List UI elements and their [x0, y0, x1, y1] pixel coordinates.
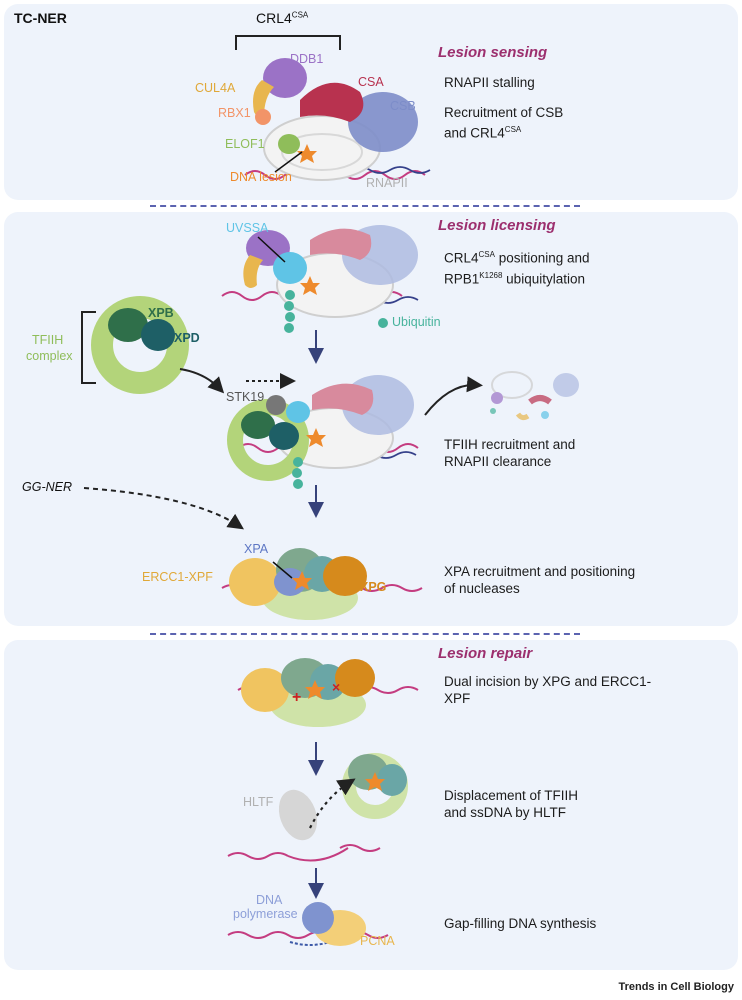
label-complex: complex	[26, 349, 73, 363]
label-dna-polymerase-2: polymerase	[233, 907, 298, 921]
ddb1-shape	[263, 58, 307, 98]
label-hltf: HLTF	[243, 795, 274, 809]
step-positioning: CRL4CSA positioning and RPB1K1268 ubiqui…	[444, 250, 590, 286]
csa-shape	[300, 82, 364, 122]
label-rbx1: RBX1	[218, 106, 251, 120]
label-csb: CSB	[390, 99, 416, 113]
complex-licensing-2	[227, 375, 419, 489]
label-xpb: XPB	[148, 306, 174, 320]
rnapii-inner	[281, 133, 363, 171]
tfiih-bracket	[81, 311, 96, 384]
label-elof1: ELOF1	[225, 137, 265, 151]
label-xpg: XPG	[360, 580, 387, 594]
label-stk19: STK19	[226, 390, 265, 404]
label-ubiquitin: Ubiquitin	[392, 315, 441, 329]
label-ercc1-xpf: ERCC1-XPF	[142, 570, 213, 584]
cul4a-shape	[253, 80, 274, 118]
complex-xpa	[221, 548, 423, 620]
stage-title-sensing: Lesion sensing	[438, 44, 548, 61]
label-tfiih: TFIIH	[32, 333, 64, 347]
elof1-shape	[278, 134, 300, 154]
step-recruitment: Recruitment of CSB and CRL4CSA	[444, 105, 564, 141]
arrow-clearance	[424, 376, 483, 416]
divider-2	[150, 633, 580, 635]
csb-shape	[348, 92, 418, 152]
crl4-bracket	[235, 35, 341, 50]
step-dual-incision: Dual incision by XPG and ERCC1-XPF	[444, 674, 652, 706]
svg-text:×: ×	[332, 679, 340, 695]
label-xpd: XPD	[174, 331, 200, 345]
label-uvssa: UVSSA	[226, 221, 269, 235]
ubiquitin-legend-dot	[378, 318, 388, 328]
rbx1-shape	[255, 109, 271, 125]
complex-gap-filling	[227, 902, 389, 946]
stage-title-repair: Lesion repair	[438, 645, 533, 662]
arrow-tfiih-recruit	[179, 368, 225, 394]
label-ggner: GG-NER	[22, 480, 72, 494]
label-dna-lesion: DNA lesion	[230, 170, 292, 184]
label-xpa: XPA	[244, 542, 269, 556]
complex-licensing-1	[221, 225, 419, 333]
step-gap-filling: Gap-filling DNA synthesis	[444, 916, 597, 931]
label-cul4a: CUL4A	[195, 81, 236, 95]
arrow-ggner	[83, 487, 244, 530]
divider-1	[150, 205, 580, 207]
tfiih-complex-shape	[91, 296, 189, 394]
brand-footer: Trends in Cell Biology	[618, 981, 734, 993]
complex-displacement	[227, 753, 408, 862]
step-rnapii-stalling: RNAPII stalling	[444, 75, 535, 90]
label-dna-polymerase-1: DNA	[256, 893, 283, 907]
complex-sensing	[244, 58, 431, 181]
lesion-star-1	[297, 144, 317, 163]
crl4-csa-label: CRL4CSA	[256, 10, 309, 26]
label-rnapii: RNAPII	[366, 176, 408, 190]
label-csa: CSA	[358, 75, 384, 89]
cleared-fragments	[490, 371, 579, 421]
stage-title-licensing: Lesion licensing	[438, 217, 556, 234]
complex-dual-incision: + ×	[237, 658, 419, 727]
lesion-pointer	[274, 151, 303, 173]
svg-text:+: +	[292, 689, 301, 706]
label-ddb1: DDB1	[290, 52, 324, 66]
diagram-title: TC-NER	[14, 10, 67, 26]
label-pcna: PCNA	[360, 934, 395, 948]
